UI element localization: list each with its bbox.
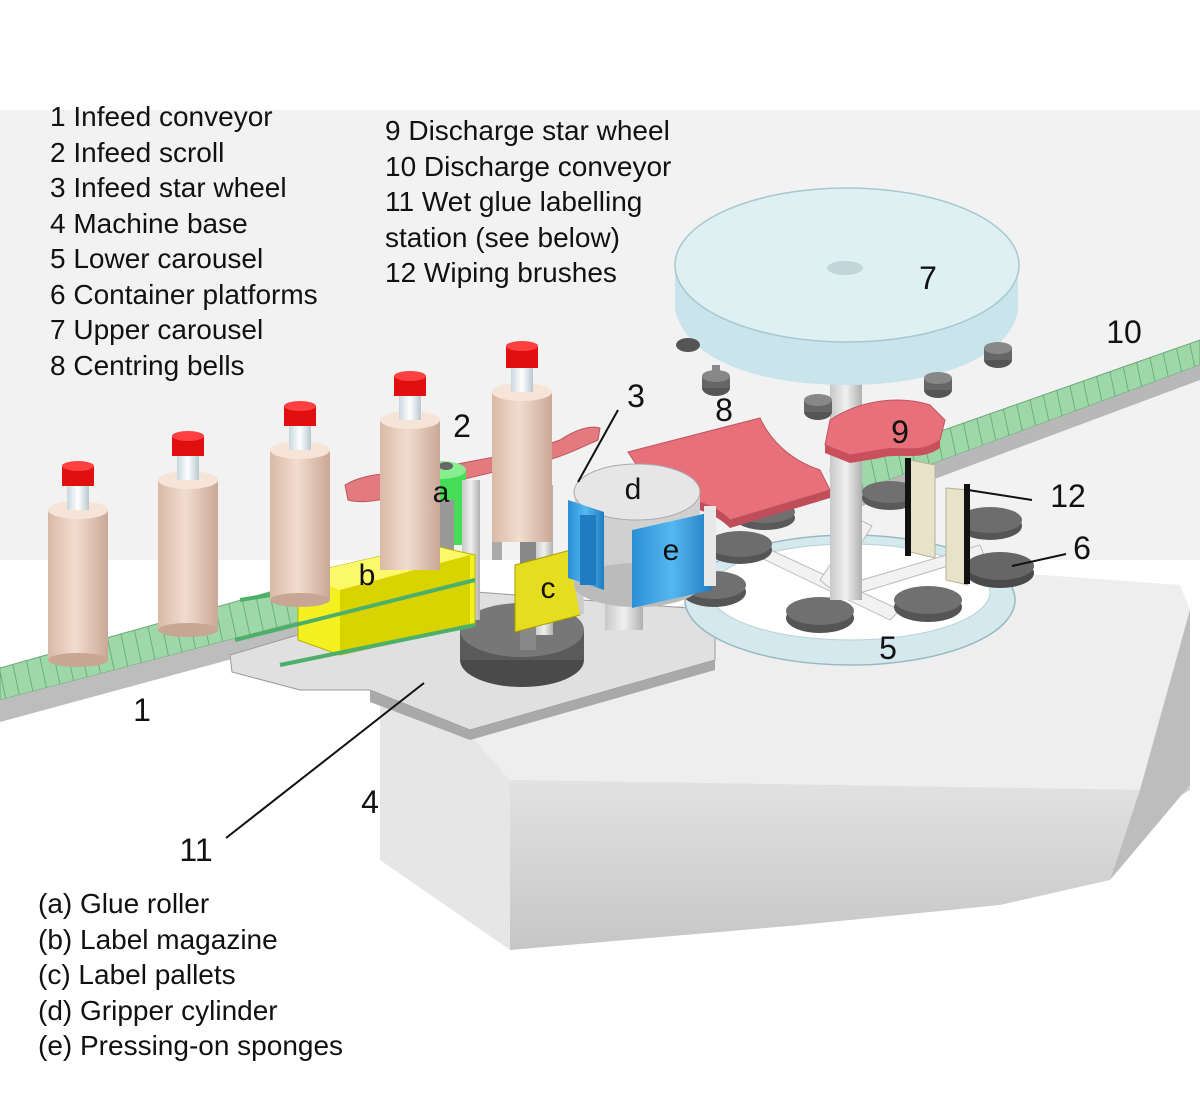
discharge-star-wheel [824,399,946,463]
container-platforms [682,481,1034,633]
centring-bells [676,338,1012,420]
letter-pressing-sponges: e [662,534,680,567]
legend-item: (c) Label pallets [38,959,236,990]
legend-item: 11 Wet glue labelling [385,186,643,217]
pressing-on-sponges [568,500,716,608]
legend-item: 5 Lower carousel [50,243,264,274]
bottle [380,371,440,570]
legend-item: 10 Discharge conveyor [385,150,672,182]
legend-item: 9 Discharge star wheel [385,115,670,146]
central-column [830,360,862,600]
legend-item: (d) Gripper cylinder [38,994,278,1026]
legend-item: station (see below) [385,221,621,253]
callout-wet-glue-station: 11 [179,832,213,868]
callout-centring-bells: 8 [715,392,733,428]
legend-item: 8 Centring bells [50,349,245,381]
containers-infeed [48,341,552,667]
callout-lower-carousel: 5 [879,630,897,666]
legend-item: (a) Glue roller [38,888,210,919]
callout-discharge-star-wheel: 9 [891,414,909,450]
bottle [492,341,552,542]
callout-wiping-brushes: 12 [1050,478,1086,514]
callout-infeed-star-wheel: 3 [627,378,645,414]
callout-infeed-scroll: 2 [453,408,471,444]
legend-item: 2 Infeed scroll [50,136,225,168]
legend-item: (e) Pressing-on sponges [38,1030,344,1061]
upper-carousel [674,187,1020,385]
machine-base [380,560,1190,950]
wiping-brushes [905,458,970,586]
legend-main-parts: 1 Infeed conveyor 2 Infeed scroll 3 Infe… [50,99,318,383]
leader-lines [225,409,1067,839]
legend-item: 7 Upper carousel [50,314,264,345]
legend-labelling-station: (a) Glue roller (b) Label magazine (c) L… [38,886,343,1064]
letter-gripper-cylinder: d [624,473,642,506]
legend-item: 6 Container platforms [50,278,318,310]
legend-right-parts: 9 Discharge star wheel 10 Discharge conv… [385,113,671,291]
legend-item: (b) Label magazine [38,923,278,955]
legend-item: 4 Machine base [50,207,248,239]
bottle [158,431,218,637]
callout-infeed-conveyor: 1 [133,692,151,728]
callout-discharge-conveyor: 10 [1106,314,1142,350]
callout-machine-base: 4 [361,784,379,820]
legend-item: 12 Wiping brushes [385,257,617,288]
bottle [270,401,330,607]
letter-label-magazine: b [358,559,376,592]
letter-label-pallets: c [540,572,556,605]
callout-upper-carousel: 7 [919,260,937,296]
callout-container-platforms: 6 [1073,530,1091,566]
letter-glue-roller: a [432,476,450,509]
bottle [48,461,108,667]
legend-item: 3 Infeed star wheel [50,172,287,203]
legend-item: 1 Infeed conveyor [50,101,273,132]
